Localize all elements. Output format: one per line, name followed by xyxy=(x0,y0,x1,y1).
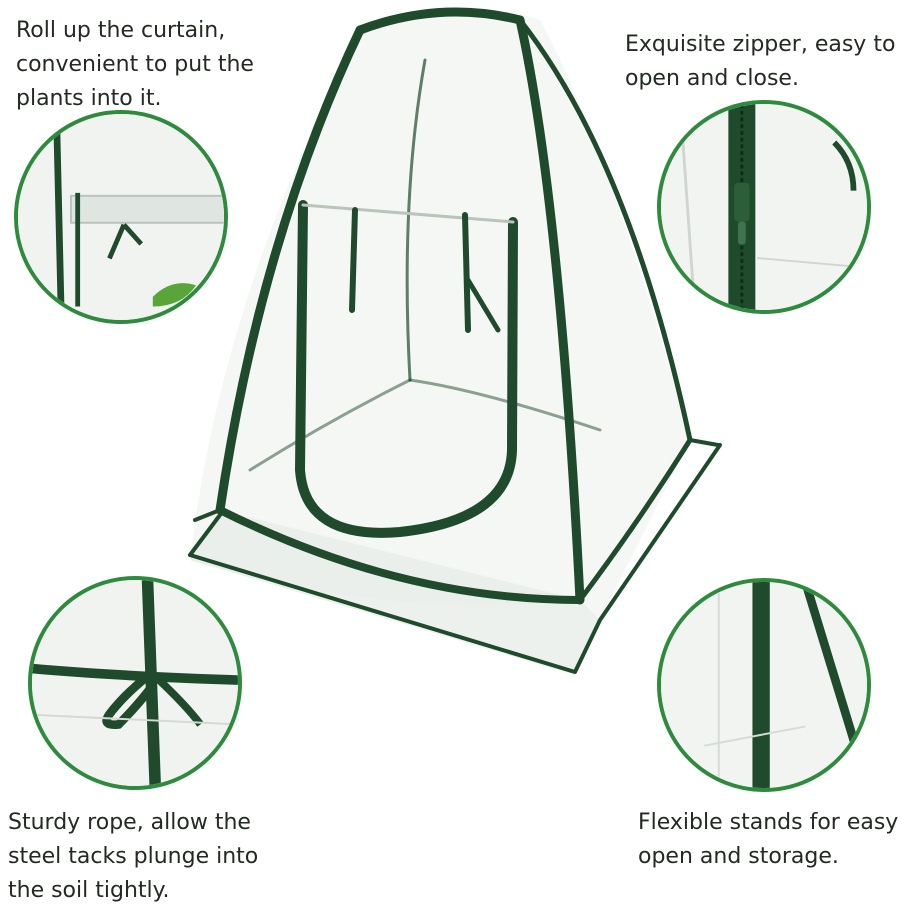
detail-circle-rope xyxy=(28,576,242,790)
detail-circle-curtain xyxy=(14,110,228,324)
zipper-detail-drawing xyxy=(661,104,867,310)
rope-detail-drawing xyxy=(32,580,238,786)
greenhouse-tent-drawing xyxy=(188,7,722,675)
curtain-detail-drawing xyxy=(18,114,224,320)
stands-detail-drawing xyxy=(661,582,867,788)
caption-flexible-stands: Flexible stands for easy open and storag… xyxy=(638,810,899,869)
detail-circle-stands xyxy=(657,578,871,792)
caption-roll-up-curtain: Roll up the curtain, convenient to put t… xyxy=(16,18,254,111)
caption-zipper: Exquisite zipper, easy to open and close… xyxy=(625,32,896,91)
greenhouse-tent-image xyxy=(180,0,740,690)
caption-rope: Sturdy rope, allow the steel tacks plung… xyxy=(8,810,259,903)
detail-circle-zipper xyxy=(657,100,871,314)
